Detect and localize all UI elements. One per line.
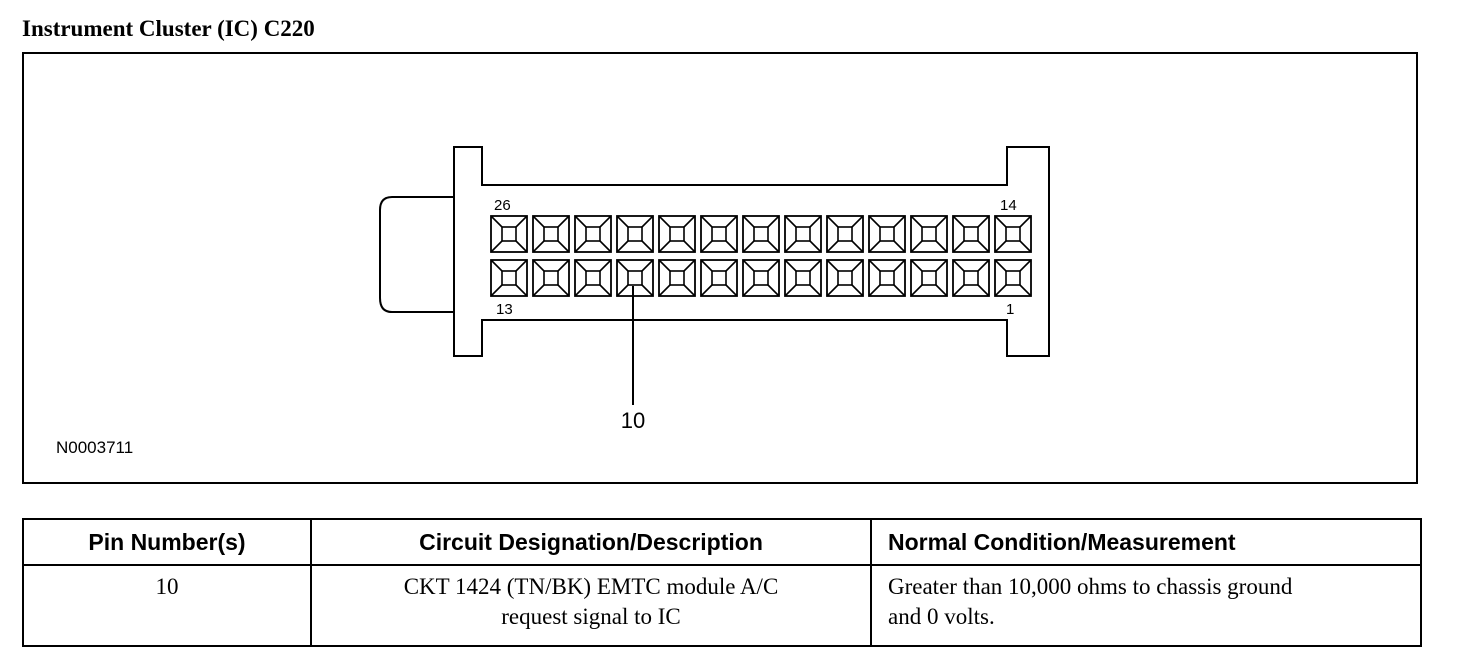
- pin-grid: [490, 215, 1032, 297]
- condition-line: and 0 volts.: [888, 604, 995, 629]
- pin-cavity: [616, 259, 654, 297]
- pin-cavity: [532, 259, 570, 297]
- pin-cavity: [910, 215, 948, 253]
- pin-cavity: [994, 259, 1032, 297]
- description-line: CKT 1424 (TN/BK) EMTC module A/C: [403, 574, 779, 599]
- condition-line: Greater than 10,000 ohms to chassis grou…: [888, 574, 1293, 599]
- pin-cavity: [826, 215, 864, 253]
- pin-table: Pin Number(s) Circuit Designation/Descri…: [22, 518, 1422, 647]
- pin-cavity: [910, 259, 948, 297]
- pin-label-bottom-left: 13: [496, 301, 513, 318]
- pin-label-top-left: 26: [494, 197, 511, 214]
- pin-cavity: [658, 259, 696, 297]
- figure-id: N0003711: [56, 438, 134, 457]
- pin-cavity: [700, 215, 738, 253]
- description-line: request signal to IC: [501, 604, 681, 629]
- cell-normal-condition: Greater than 10,000 ohms to chassis grou…: [870, 564, 1422, 647]
- pin-label-bottom-right: 1: [1006, 301, 1014, 318]
- cell-circuit-description: CKT 1424 (TN/BK) EMTC module A/C request…: [310, 564, 872, 647]
- pin-cavity: [952, 215, 990, 253]
- pin-cavity: [784, 259, 822, 297]
- pin-cavity: [868, 259, 906, 297]
- pin-cavity: [574, 259, 612, 297]
- pin-cavity: [952, 259, 990, 297]
- connector-diagram: 10 26 14 13 1: [379, 146, 1050, 433]
- page-title: Instrument Cluster (IC) C220: [22, 16, 315, 41]
- pin-cavity: [994, 215, 1032, 253]
- pin-cavity: [658, 215, 696, 253]
- header-circuit-description: Circuit Designation/Description: [310, 518, 872, 566]
- table-header-row: Pin Number(s) Circuit Designation/Descri…: [22, 518, 1422, 566]
- header-normal-condition: Normal Condition/Measurement: [870, 518, 1422, 566]
- cell-pin-number: 10: [22, 564, 312, 647]
- callout-pin-label: 10: [621, 408, 645, 433]
- connector-lock-tab: [379, 196, 454, 313]
- pin-cavity: [784, 215, 822, 253]
- pin-cavity: [532, 215, 570, 253]
- connector-body: [453, 146, 1050, 357]
- connector-figure: 10 26 14 13 1 N0003711: [22, 52, 1418, 484]
- pin-cavity: [742, 259, 780, 297]
- pin-cavity: [616, 215, 654, 253]
- table-row: 10 CKT 1424 (TN/BK) EMTC module A/C requ…: [22, 564, 1422, 647]
- pin-cavity: [574, 215, 612, 253]
- pin-cavity: [868, 215, 906, 253]
- pin-cavity: [490, 215, 528, 253]
- pin-cavity: [490, 259, 528, 297]
- pin-cavity: [826, 259, 864, 297]
- header-pin-numbers: Pin Number(s): [22, 518, 312, 566]
- pin-label-top-right: 14: [1000, 197, 1017, 214]
- pin-cavity: [700, 259, 738, 297]
- pin-cavity: [742, 215, 780, 253]
